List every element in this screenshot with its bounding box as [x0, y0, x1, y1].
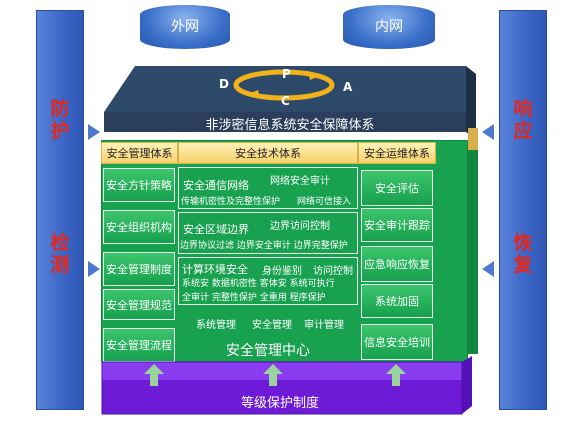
ops-item-assess: 安全评估 — [361, 170, 433, 206]
inner-net-label: 内网 — [375, 19, 403, 35]
up-arrow-right-stem — [392, 374, 400, 386]
pdca-p: P — [282, 67, 291, 81]
tech-boundary-section — [178, 212, 358, 254]
ops-item-audit: 安全审计跟踪 — [361, 208, 433, 242]
left-label-protect: 防护 — [50, 98, 70, 142]
mgmt-item-process: 安全管理流程 — [103, 328, 175, 362]
tech-comm-audit: 网络安全审计 — [270, 176, 330, 187]
tech-env-access: 访问控制 — [313, 266, 353, 277]
mgmt-item-policy: 安全方针策略 — [103, 168, 175, 202]
base-label: 等级保护制度 — [240, 396, 319, 411]
tech-env-line2: 系统安 数据机密性 客体安 系统可执行 — [182, 279, 335, 289]
center-title: 安全管理中心 — [226, 343, 310, 359]
up-arrow-left — [144, 364, 164, 386]
center-sys-mgmt: 系统管理 — [196, 320, 236, 331]
right-label-recover: 恢复 — [513, 232, 533, 276]
up-arrow-mid-stem — [269, 374, 277, 386]
pdca-c: C — [281, 94, 290, 108]
tech-boundary-line2: 边界协议过滤 边界安全审计 边界完整保护 — [180, 241, 348, 251]
left-label-detect: 检测 — [50, 232, 70, 276]
ops-item-training: 信息安全培训 — [361, 324, 433, 360]
tech-comm-title: 安全通信网络 — [183, 179, 249, 192]
left-sidebar — [36, 10, 84, 410]
outer-net-label: 外网 — [171, 19, 199, 35]
tech-env-section — [178, 257, 358, 305]
tech-env-title: 计算环境安全 — [182, 263, 248, 276]
tech-comm-trusted: 网络可信接入 — [297, 197, 352, 207]
tech-header: 安全技术体系 — [178, 142, 358, 164]
mgmt-item-org: 安全组织机构 — [103, 210, 175, 244]
pdca-cycle — [233, 69, 335, 101]
mgmt-item-rules: 安全管理制度 — [103, 252, 175, 286]
pdca-a: A — [343, 80, 353, 94]
left-arrow-2 — [88, 261, 100, 277]
main-body-side — [467, 150, 478, 354]
tech-env-auth: 身份鉴别 — [262, 266, 302, 277]
center-sec-mgmt: 安全管理 — [252, 320, 292, 331]
mgmt-item-norms: 安全管理规范 — [103, 289, 175, 320]
ops-item-emergency: 应急响应恢复 — [361, 246, 433, 282]
up-arrow-right-head — [386, 364, 406, 374]
cloud-inner-net: 内网 — [343, 5, 435, 49]
tech-boundary-access: 边界访问控制 — [270, 221, 330, 232]
right-label-respond: 响应 — [513, 98, 533, 142]
left-arrow-1 — [88, 124, 100, 140]
pdca-d: D — [219, 77, 229, 91]
mgmt-header: 安全管理体系 — [101, 142, 178, 164]
tech-env-line3: 全审计 完整性保护 全重用 程序保护 — [182, 293, 326, 303]
up-arrow-mid — [263, 364, 283, 386]
right-arrow-2 — [482, 261, 494, 277]
up-arrow-left-stem — [150, 374, 158, 386]
roof-gold-edge — [468, 128, 478, 158]
cloud-outer-net: 外网 — [140, 5, 230, 49]
ops-header: 安全运维体系 — [358, 142, 436, 164]
right-arrow-1 — [482, 124, 494, 140]
up-arrow-left-head — [144, 364, 164, 374]
roof-shape — [104, 66, 476, 140]
tech-comm-line2: 传输机密性及完整性保护 — [181, 197, 281, 207]
ops-item-harden: 系统加固 — [361, 284, 433, 318]
up-arrow-right — [386, 364, 406, 386]
tech-comm-section — [178, 167, 358, 209]
up-arrow-mid-head — [263, 364, 283, 374]
center-audit-mgmt: 审计管理 — [304, 320, 344, 331]
tech-boundary-title: 安全区域边界 — [183, 223, 249, 236]
roof-title: 非涉密信息系统安全保障体系 — [205, 118, 375, 133]
right-sidebar — [499, 10, 547, 410]
